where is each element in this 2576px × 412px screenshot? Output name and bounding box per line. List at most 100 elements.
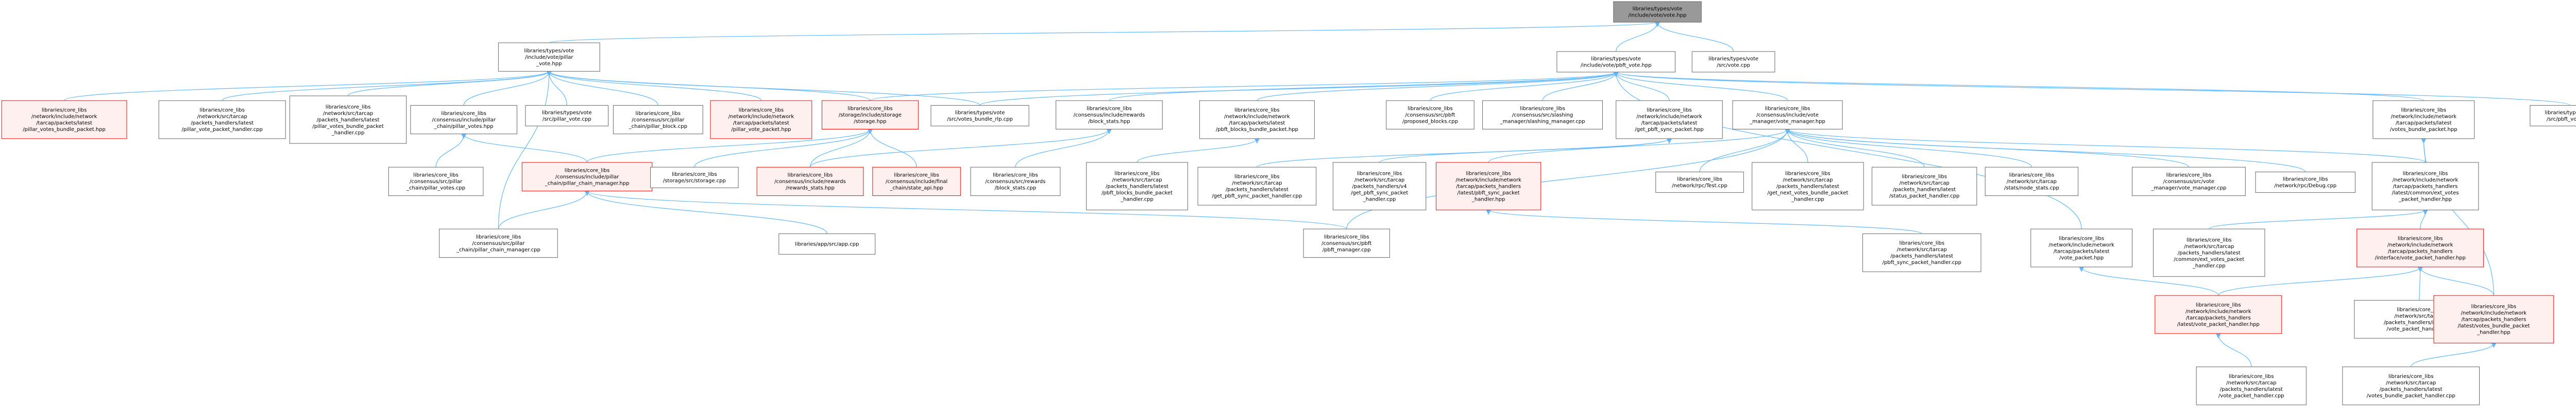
node-label-line: libraries/core_libs [1234,174,1280,180]
graph-node-block-stats-hpp[interactable]: libraries/core_libs/consensus/include/re… [1056,100,1163,129]
graph-node-pillar-vote-hpp[interactable]: libraries/types/vote/include/vote/pillar… [498,42,600,72]
graph-node-get-next-votes-bundle-packet-handler-cpp[interactable]: libraries/core_libs/network/src/tarcap/p… [1752,162,1864,210]
node-box [1862,233,1981,272]
graph-node-vote-packet-hpp[interactable]: libraries/core_libs/network/include/netw… [2030,228,2133,268]
graph-node-pillar-votes-hpp[interactable]: libraries/core_libs/consensus/include/pi… [410,105,517,135]
node-label-line: libraries/core_libs [1114,171,1160,176]
graph-node-pillar-chain-manager-cpp[interactable]: libraries/core_libs/consensus/src/pillar… [439,228,558,258]
dependency-edge [2218,267,2423,296]
node-label-line: /rewards_stats.hpp [786,186,835,191]
node-label-line: _handler.cpp [1363,196,1396,202]
graph-node-pillar-votes-bundle-packet-hpp[interactable]: libraries/core_libs/network/include/netw… [1,100,127,139]
graph-node-vote-packet-handler-hpp[interactable]: libraries/core_libs/network/include/netw… [2155,295,2282,334]
graph-node-test-cpp[interactable]: libraries/core_libs/network/rpc/Test.cpp [1655,171,1744,193]
graph-node-pillar-vote-packet-hpp[interactable]: libraries/core_libs/network/include/netw… [710,100,812,139]
graph-node-v4-get-pbft-sync-packet-handler-cpp[interactable]: libraries/core_libs/network/src/tarcap/p… [1332,162,1427,210]
graph-node-votes-bundle-packet-handler-cpp[interactable]: libraries/core_libs/network/src/tarcap/p… [2342,366,2480,405]
graph-node-node-stats-cpp[interactable]: libraries/core_libs/network/src/tarcap/s… [1985,167,2079,196]
node-label-line: _chain/state_api.hpp [889,186,943,191]
node-label-line: /pbft_manager.cpp [1323,247,1371,253]
graph-node-pbft-vote-hpp[interactable]: libraries/types/vote/include/vote/pbft_v… [1556,51,1675,73]
node-label-line: /vote_packet_handler.cpp [2218,393,2284,399]
node-box [410,105,517,135]
graph-node-vote-manager-cpp[interactable]: libraries/core_libs/consensus/src/vote_m… [2132,167,2246,196]
graph-node-pillar-block-cpp[interactable]: libraries/core_libs/consensus/src/pillar… [613,105,703,135]
node-box [1872,167,1977,206]
node-label-line: _handler.cpp [2192,263,2226,269]
node-label-line: /latest/votes_bundle_packet [2458,323,2530,329]
graph-node-vote-packet-handler-cpp[interactable]: libraries/core_libs/network/src/tarcap/p… [2196,366,2307,405]
node-box [710,100,812,139]
node-box [2153,228,2265,277]
graph-node-storage-cpp[interactable]: libraries/core_libs/storage/src/storage.… [650,167,739,188]
node-label-line: /network/src/tarcap [197,114,247,120]
graph-node-pillar-vote-packet-handler-cpp[interactable]: libraries/core_libs/network/src/tarcap/p… [158,100,286,139]
graph-node-vote-packet-handler-hpp-iface[interactable]: libraries/core_libs/network/include/netw… [2357,228,2484,268]
graph-node-rewards-stats-hpp[interactable]: libraries/core_libs/consensus/include/re… [756,167,864,196]
graph-node-root[interactable]: libraries/types/vote/include/vote/vote.h… [1613,1,1702,23]
dependency-edge [546,71,658,106]
node-label-line: libraries/core_libs [2283,176,2328,182]
graph-node-state-api-hpp[interactable]: libraries/core_libs/consensus/include/fi… [872,167,961,196]
graph-node-pillar-vote-cpp[interactable]: libraries/types/vote/src/pillar_vote.cpp [525,105,609,126]
graph-node-app-cpp[interactable]: libraries/app/src/app.cpp [778,233,876,255]
graph-node-get-pbft-sync-packet-hpp[interactable]: libraries/core_libs/network/include/netw… [1616,100,1723,139]
node-box [158,100,286,139]
node-label-line: /network/src/tarcap [2226,380,2276,386]
graph-node-votes-bundle-packet-hpp[interactable]: libraries/core_libs/network/include/netw… [2372,100,2475,139]
graph-node-status-packet-handler-cpp[interactable]: libraries/core_libs/network/src/tarcap/p… [1872,167,1977,206]
graph-node-pbft-manager-cpp[interactable]: libraries/core_libs/consensus/src/pbft/p… [1303,228,1390,258]
node-box [2357,228,2484,268]
node-label-line: libraries/core_libs [636,111,681,117]
node-box [388,167,484,196]
node-label-line: /src/vote.cpp [1717,62,1750,68]
node-label-line: libraries/core_libs [2196,303,2241,308]
node-box [2196,366,2307,405]
node-box [1056,100,1163,129]
node-box [1199,100,1315,139]
graph-node-pbft-vote-cpp[interactable]: libraries/types/vote/src/pbft_vote.cpp [2530,105,2576,126]
node-label-line: libraries/core_libs [2398,236,2443,241]
node-label-line: /packets_handlers/latest [2380,387,2443,392]
node-label-line: libraries/core_libs [2187,237,2232,243]
graph-node-votes-bundle-rlp-cpp[interactable]: libraries/types/vote/src/votes_bundle_rl… [930,105,1029,126]
dependency-edge [2079,267,2219,296]
graph-node-pillar-chain-manager-hpp[interactable]: libraries/core_libs/consensus/include/pi… [521,162,653,191]
dependency-edge [1655,22,1734,52]
graph-node-pillar-votes-bundle-packet-handler-cpp[interactable]: libraries/core_libs/network/src/tarcap/p… [289,95,407,144]
dependency-edge [1616,22,1660,52]
graph-node-debug-cpp[interactable]: libraries/core_libs/network/rpc/Debug.cp… [2255,171,2355,193]
graph-node-block-stats-cpp[interactable]: libraries/core_libs/consensus/src/reward… [970,167,1061,196]
node-label-line: /latest/pbft_sync_packet [1457,190,1519,196]
node-box [1613,1,1702,23]
node-label-line: /consensus/include/rewards [774,179,846,185]
node-label-line: libraries/app/src/app.cpp [795,242,859,248]
graph-node-slashing-manager-cpp[interactable]: libraries/core_libs/consensus/src/slashi… [1482,100,1603,129]
dependency-edge [1137,138,1260,163]
node-label-line: libraries/core_libs [42,108,87,113]
graph-node-pbft-sync-packet-handler-hpp[interactable]: libraries/core_libs/network/include/netw… [1435,162,1541,210]
graph-node-votes-bundle-packet-handler-hpp[interactable]: libraries/core_libs/network/include/netw… [2371,162,2479,210]
graph-node-pbft-blocks-bundle-packet-handler-cpp[interactable]: libraries/core_libs/network/src/tarcap/p… [1086,162,1188,210]
node-label-line: libraries/core_libs [326,104,371,110]
node-label-line: libraries/types/vote [524,48,574,54]
graph-node-pbft-blocks-bundle-packet-hpp[interactable]: libraries/core_libs/network/include/netw… [1199,100,1315,139]
graph-node-storage-hpp[interactable]: libraries/core_libs/storage/include/stor… [821,100,919,129]
dependency-edge [64,71,552,101]
node-label-line: libraries/core_libs [1899,241,1944,246]
graph-node-get-pbft-sync-packet-handler-cpp[interactable]: libraries/core_libs/network/src/tarcap/p… [1197,167,1317,206]
node-label-line: /network/include/network [2387,242,2453,248]
graph-node-votes-bundle-packet-handler-hpp2[interactable]: libraries/core_libs/network/include/netw… [2433,295,2554,343]
node-label-line: /tarcap/packets_handlers [2393,184,2458,189]
dependency-edge [2417,267,2423,301]
node-label-line: /consensus/src/rewards [985,179,1045,185]
graph-node-pbft-sync-packet-handler-cpp[interactable]: libraries/core_libs/network/src/tarcap/p… [1862,233,1981,272]
graph-node-pillar-votes-cpp[interactable]: libraries/core_libs/consensus/src/pillar… [388,167,484,196]
node-label-line: libraries/core_libs [1902,174,1947,180]
graph-node-vote-cpp[interactable]: libraries/types/vote/src/vote.cpp [1691,51,1775,73]
dependency-edges [64,22,2570,367]
node-label-line: libraries/core_libs [2403,171,2448,176]
graph-node-ext-votes-packet-handler-cpp[interactable]: libraries/core_libs/network/src/tarcap/p… [2153,228,2265,277]
graph-node-vote-manager-hpp[interactable]: libraries/core_libs/consensus/include/vo… [1732,100,1843,129]
graph-node-proposed-blocks-cpp[interactable]: libraries/core_libs/consensus/src/pbft/p… [1386,100,1475,129]
